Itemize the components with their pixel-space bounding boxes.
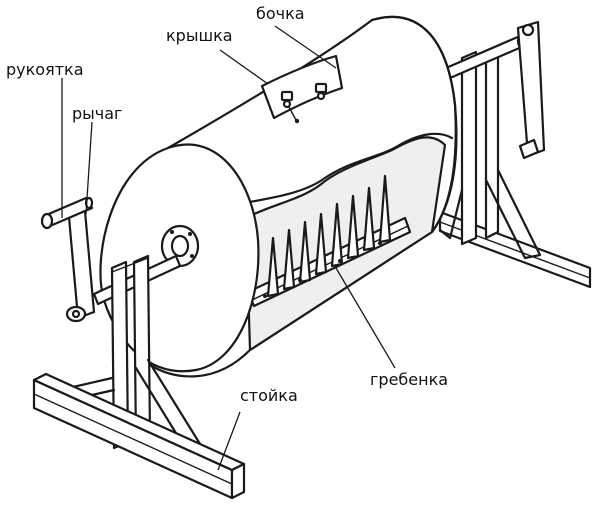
- label-rychag: рычаг: [72, 104, 123, 123]
- label-grebenka: гребенка: [370, 370, 449, 389]
- label-stoyka: стойка: [240, 386, 298, 405]
- label-kryshka: крышка: [166, 26, 233, 45]
- label-bochka: бочка: [256, 4, 305, 23]
- leader-lines: [61, 25, 396, 471]
- left-stand: [32, 254, 246, 500]
- left-crank: [40, 196, 96, 323]
- comb: [246, 174, 412, 308]
- label-rukoyatka: рукоятка: [6, 60, 84, 79]
- lid: [260, 54, 344, 124]
- right-stand: [438, 20, 592, 289]
